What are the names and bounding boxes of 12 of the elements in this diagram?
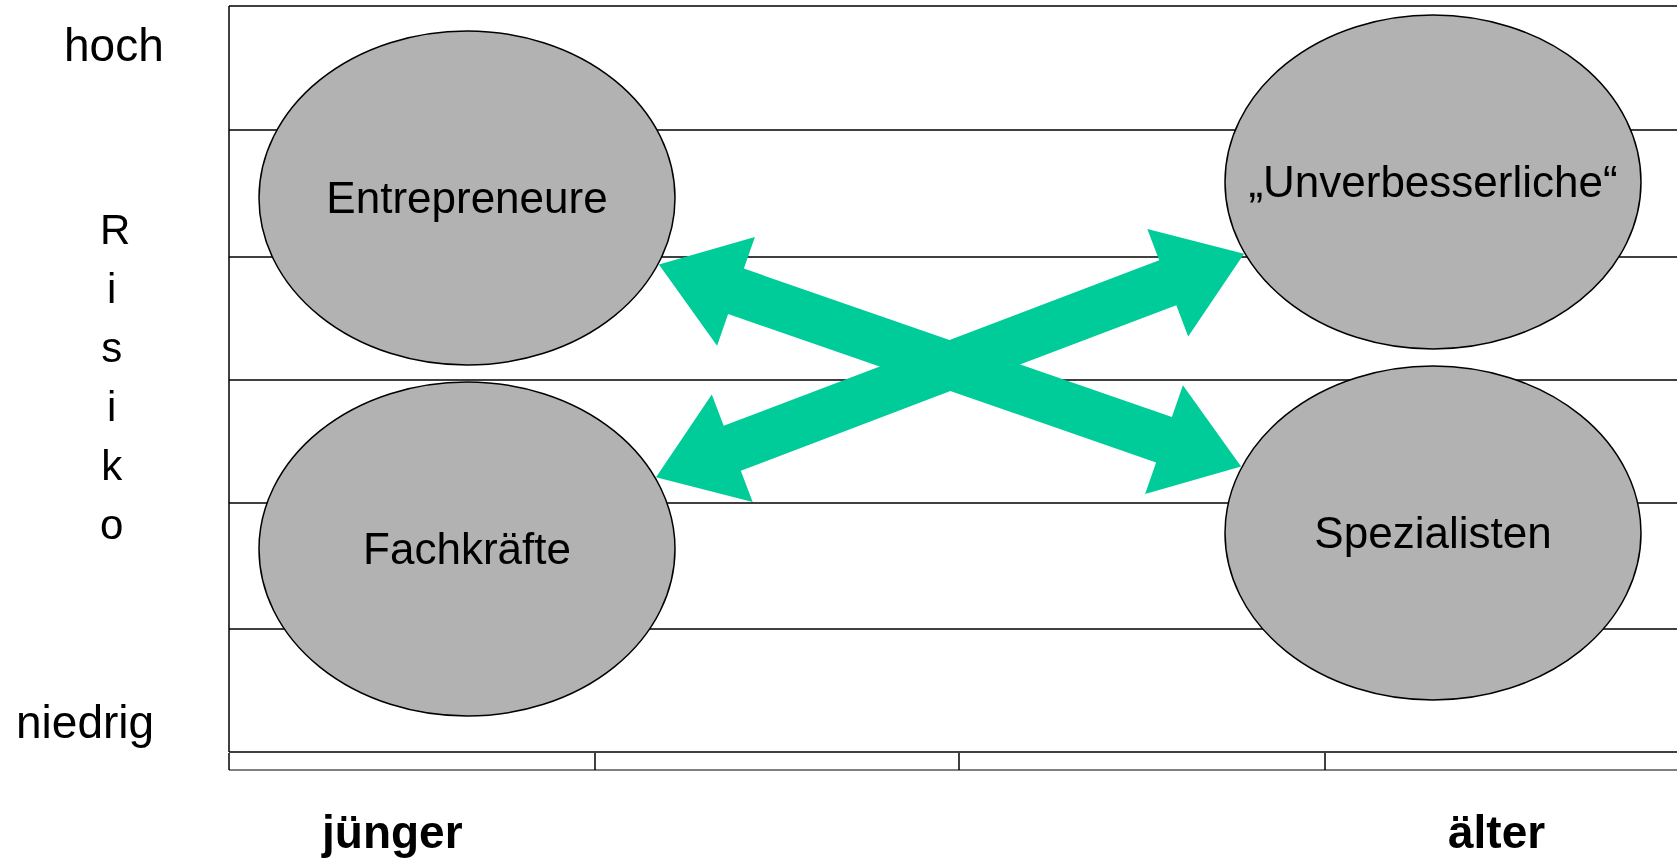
axis-label: hoch [64, 18, 164, 72]
axis-label: älter [1448, 805, 1546, 859]
category-label: Entrepreneure [326, 173, 608, 223]
category-label: Spezialisten [1314, 508, 1552, 558]
category-ellipse [1224, 365, 1642, 701]
axis-label: niedrig [16, 695, 155, 749]
category-ellipse [258, 381, 676, 717]
category-label: „Unverbesserliche“ [1248, 157, 1618, 207]
category-label: Fachkräfte [363, 524, 571, 574]
category-ellipse [258, 30, 676, 366]
axis-label: jünger [322, 805, 463, 859]
category-ellipse [1224, 14, 1642, 350]
